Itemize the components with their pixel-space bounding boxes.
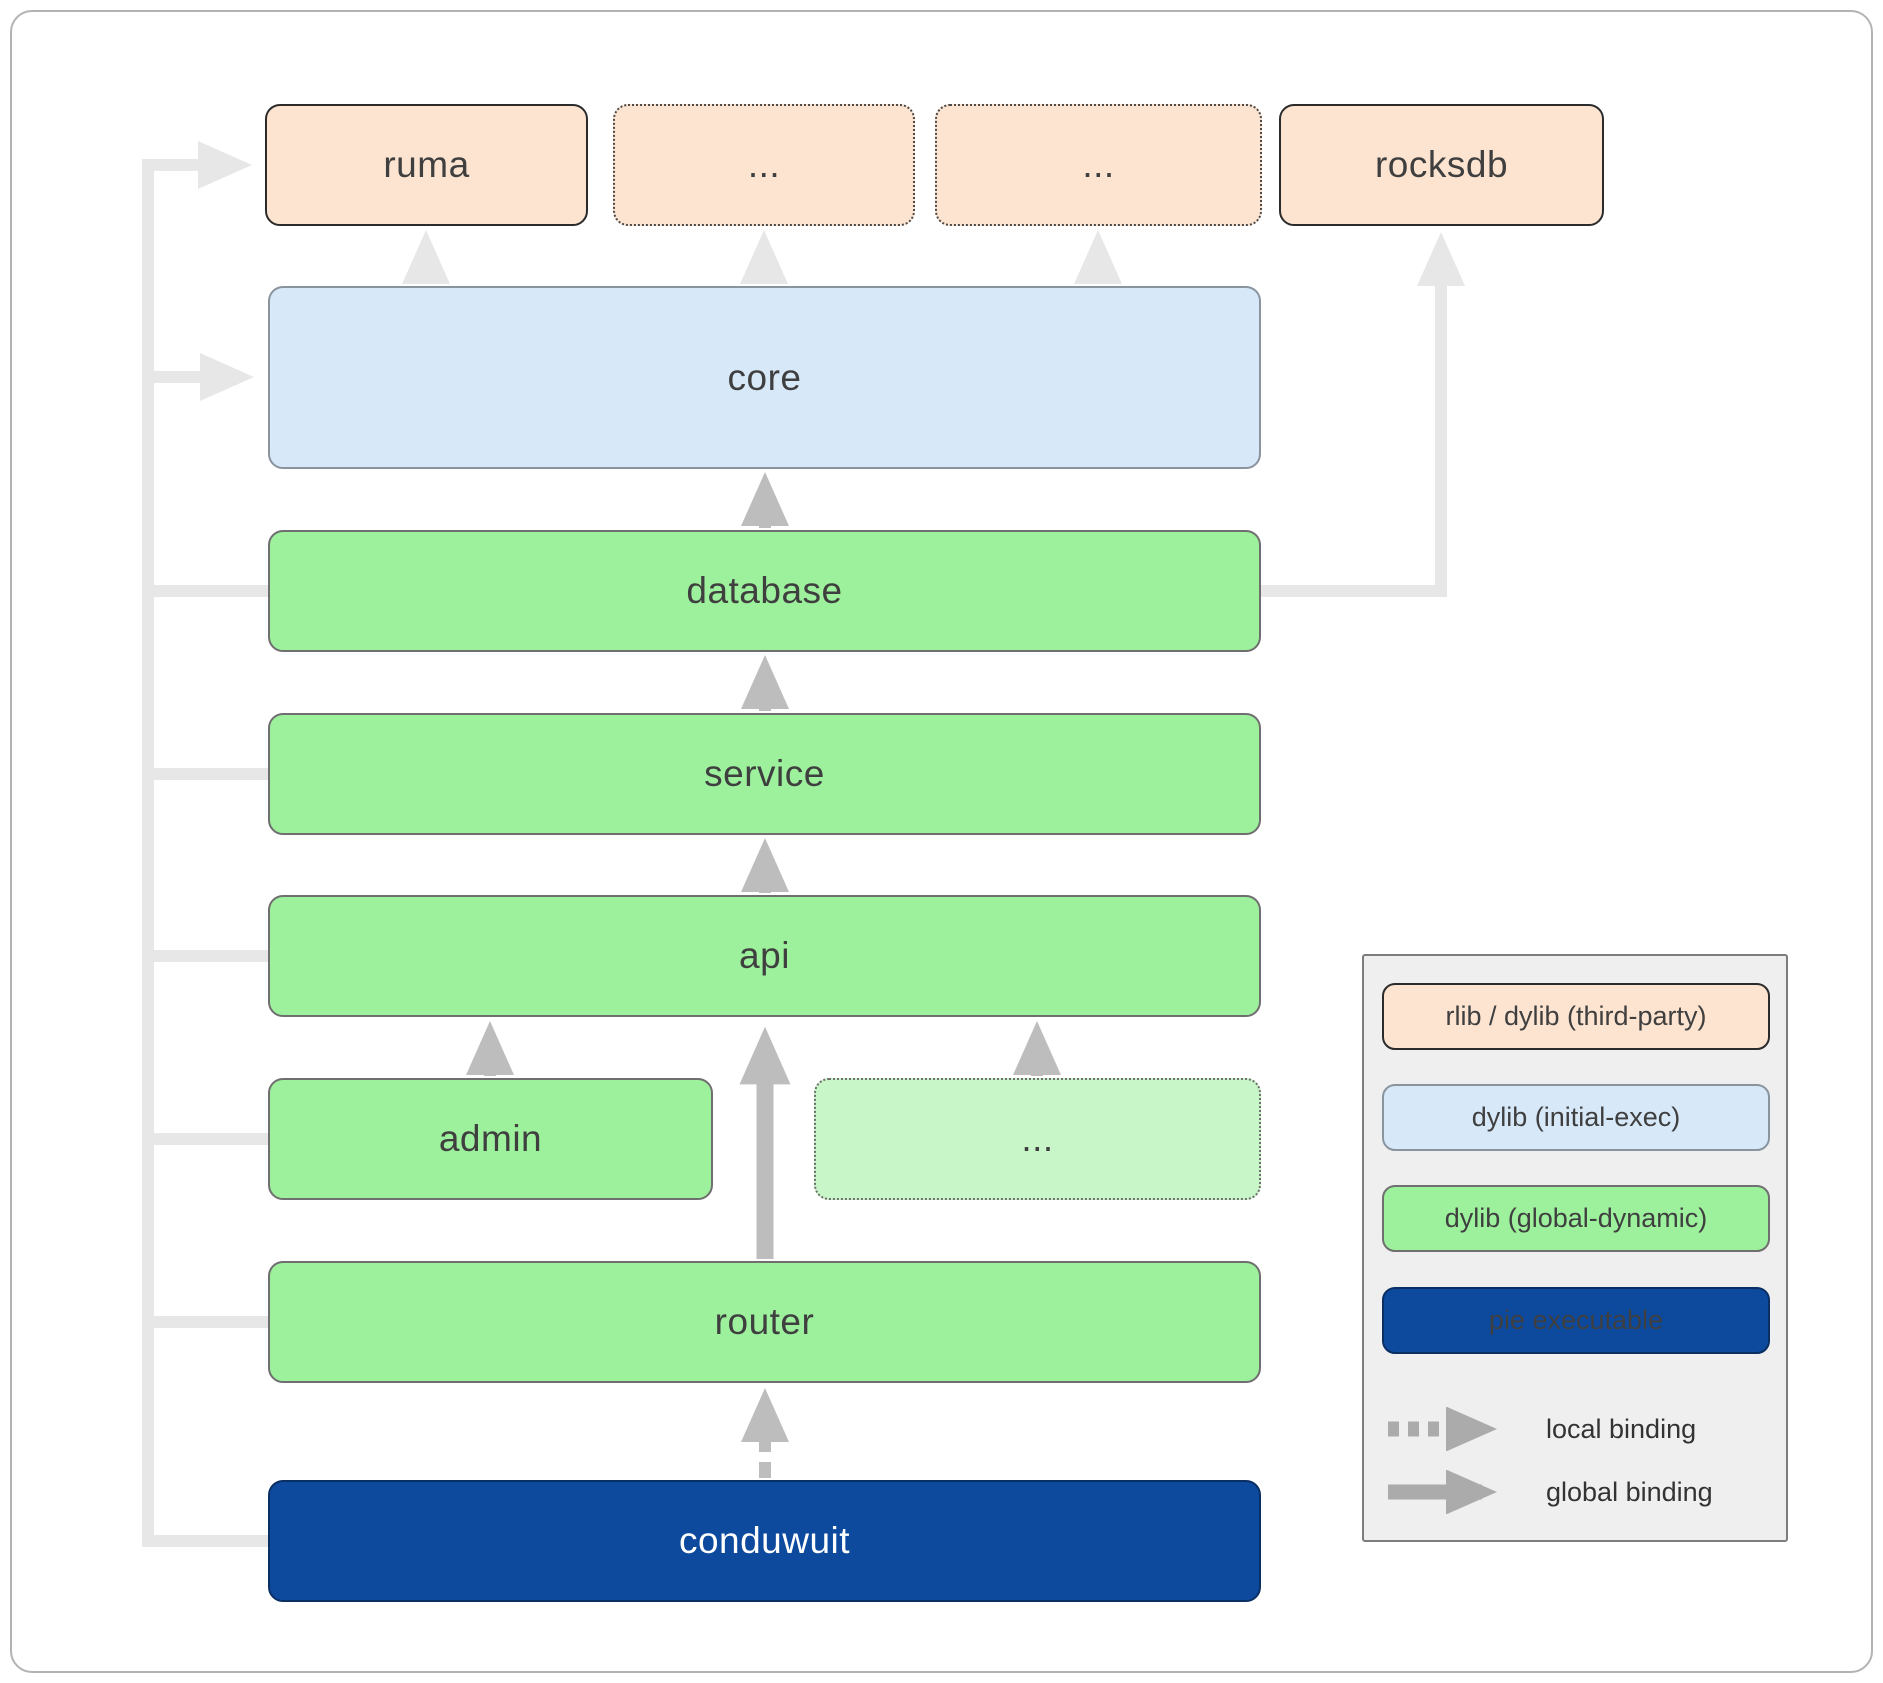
global-binding-arrow-icon xyxy=(1388,1470,1497,1514)
node-core-label: core xyxy=(727,356,802,398)
node-api-label: api xyxy=(739,935,790,976)
node-service-label: service xyxy=(704,753,825,794)
legend: rlib / dylib (third-party) dylib (initia… xyxy=(1362,954,1788,1542)
node-router: router xyxy=(268,1261,1261,1383)
node-admin: admin xyxy=(268,1078,713,1200)
node-admin-label: admin xyxy=(438,1118,543,1159)
legend-swatch-global-dynamic-label: dylib (global-dynamic) xyxy=(1444,1203,1708,1233)
legend-swatch-third-party-label: rlib / dylib (third-party) xyxy=(1445,1001,1707,1031)
legend-local-binding: local binding xyxy=(1382,1403,1770,1455)
legend-swatch-third-party: rlib / dylib (third-party) xyxy=(1382,983,1770,1050)
outer-frame xyxy=(10,10,1873,1673)
node-router-label: router xyxy=(714,1301,815,1342)
local-binding-arrow-icon xyxy=(1388,1407,1497,1451)
legend-local-binding-label: local binding xyxy=(1546,1413,1697,1444)
node-ellipsis-mid: ... xyxy=(814,1078,1261,1200)
arrow-database-to-rocksdb xyxy=(1261,232,1465,597)
arrow-conduwuit-to-ruma xyxy=(142,141,268,1547)
legend-global-binding-label: global binding xyxy=(1546,1476,1713,1507)
node-ruma-label: ruma xyxy=(383,144,470,185)
node-ellipsis-top-left: ... xyxy=(613,104,915,226)
node-core: core xyxy=(268,286,1261,469)
node-rocksdb-label: rocksdb xyxy=(1374,144,1509,185)
node-conduwuit: conduwuit xyxy=(268,1480,1261,1602)
legend-swatch-global-dynamic: dylib (global-dynamic) xyxy=(1382,1185,1770,1252)
legend-global-binding: global binding xyxy=(1382,1466,1770,1518)
node-rocksdb: rocksdb xyxy=(1279,104,1604,226)
node-database-label: database xyxy=(686,570,843,611)
node-ellipsis-top-left-label: ... xyxy=(747,144,781,185)
node-ellipsis-top-right: ... xyxy=(935,104,1262,226)
node-service: service xyxy=(268,713,1261,835)
node-database: database xyxy=(268,530,1261,652)
legend-swatch-initial-exec: dylib (initial-exec) xyxy=(1382,1084,1770,1151)
node-ellipsis-mid-label: ... xyxy=(1021,1118,1054,1159)
node-conduwuit-label: conduwuit xyxy=(678,1520,851,1561)
legend-swatch-initial-exec-label: dylib (initial-exec) xyxy=(1471,1102,1681,1132)
legend-swatch-pie-executable-label: pie executable xyxy=(1488,1305,1664,1335)
node-ruma: ruma xyxy=(265,104,588,226)
node-api: api xyxy=(268,895,1261,1017)
node-ellipsis-top-right-label: ... xyxy=(1082,144,1115,185)
legend-swatch-pie-executable: pie executable xyxy=(1382,1287,1770,1354)
